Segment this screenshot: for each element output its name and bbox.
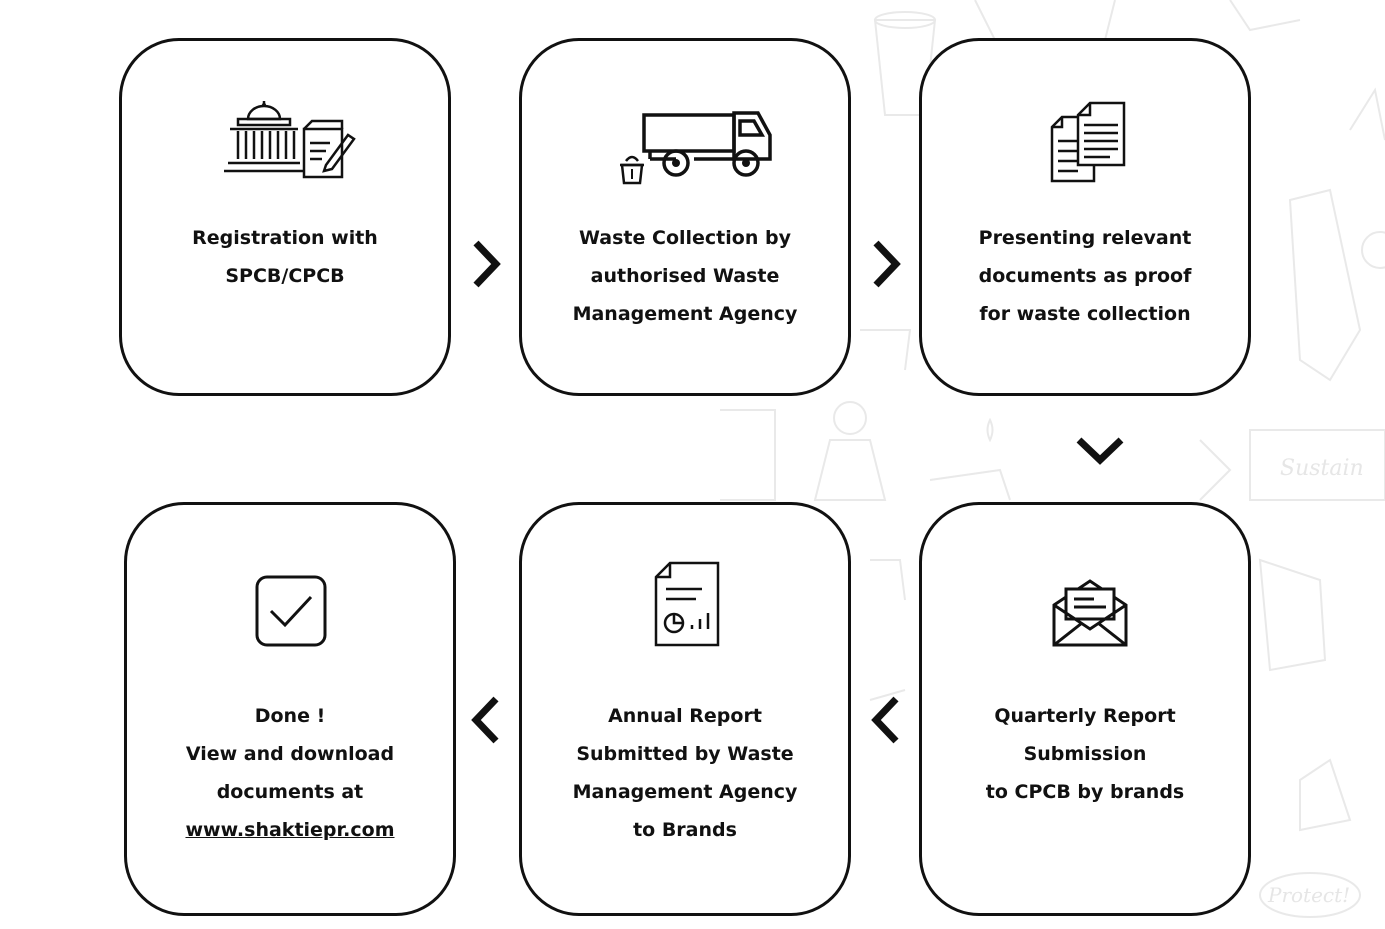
step-label: Quarterly Report Submission to CPCB by b… (985, 705, 1185, 803)
svg-text:Protect!: Protect! (1267, 883, 1350, 907)
documents-icon (1050, 101, 1126, 183)
step-collection: Waste Collection by authorised Waste Man… (519, 38, 851, 396)
chevron-down-icon (1076, 437, 1124, 465)
step-label: Registration with SPCB/CPCB (192, 227, 378, 287)
step-label: Annual Report Submitted by Waste Managem… (572, 705, 798, 841)
step-annual-report: Annual Report Submitted by Waste Managem… (519, 502, 851, 916)
chevron-left-icon (871, 696, 899, 744)
checkbox-checked-icon (255, 575, 327, 647)
step-quarterly-report: Quarterly Report Submission to CPCB by b… (919, 502, 1251, 916)
step-label: Done ! View and download documents at ww… (127, 697, 453, 849)
chevron-right-icon (473, 240, 501, 288)
step-documents: Presenting relevant documents as proof f… (919, 38, 1251, 396)
step-label: Presenting relevant documents as proof f… (978, 227, 1192, 325)
step-done: Done ! View and download documents at ww… (124, 502, 456, 916)
government-building-icon (224, 101, 356, 179)
step-label: Waste Collection by authorised Waste Man… (572, 227, 798, 325)
step-registration: Registration with SPCB/CPCB (119, 38, 451, 396)
svg-text:Sustain: Sustain (1280, 456, 1364, 481)
envelope-letter-icon (1052, 579, 1128, 647)
garbage-truck-icon (620, 111, 772, 185)
website-link[interactable]: www.shaktiepr.com (185, 819, 395, 841)
report-chart-icon (654, 561, 720, 647)
chevron-right-icon (873, 240, 901, 288)
chevron-left-icon (471, 696, 499, 744)
